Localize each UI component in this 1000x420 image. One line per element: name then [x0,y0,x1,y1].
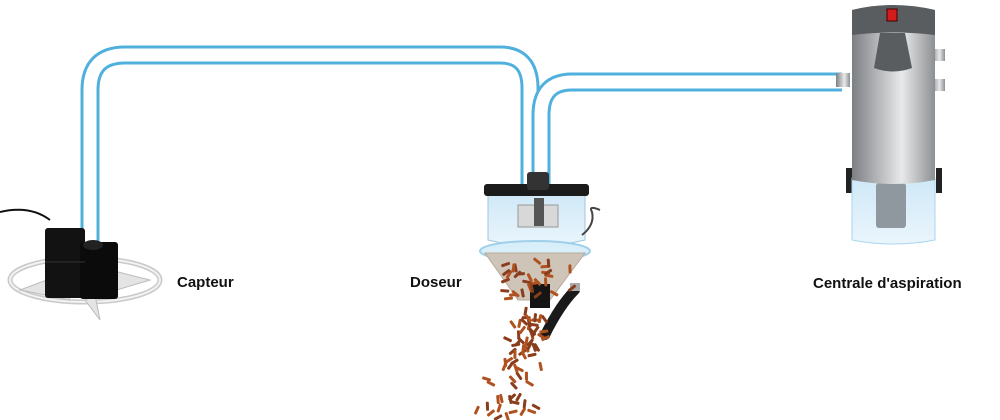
pellet [508,375,517,384]
pellet [482,376,492,382]
pellet [533,291,542,299]
pellet [515,366,524,373]
pellet [496,395,500,405]
tube-doser-to-central [531,72,842,188]
pellet [520,318,529,326]
pellet [529,283,535,293]
pellet [518,325,526,335]
pellet [529,322,539,327]
pellet [511,290,520,298]
pellet [500,289,510,293]
pellet [510,381,518,390]
pellet [474,405,480,415]
pellet [546,258,551,268]
tube-sensor-to-doser [80,45,540,245]
central-vacuum-unit [836,5,945,245]
pellet [501,261,511,268]
pellet [520,350,527,360]
pellet [513,349,517,359]
pellet [503,357,508,367]
pellet [501,277,510,284]
pellet [538,361,543,371]
label-central-unit: Centrale d'aspiration [813,275,962,292]
pellet [568,284,577,292]
pellet [522,279,532,285]
pellet [526,318,532,328]
pellet [568,264,572,274]
pellet [520,288,525,298]
pellet [508,409,518,415]
pellet [533,278,542,286]
power-indicator [886,8,898,22]
pellet [533,257,542,265]
pellet [540,264,550,269]
pellet [515,371,523,381]
pellet [486,409,495,417]
pellet [504,356,514,364]
pellet [511,342,521,348]
pellet [543,268,553,276]
pellet [503,336,513,343]
pellet [526,341,533,350]
pellet [499,394,504,404]
pellet [543,277,548,287]
pellet [510,400,520,405]
pellet [504,412,510,420]
pellet [515,392,522,402]
pellet [507,361,514,370]
pellet [485,401,490,411]
pellet [486,380,496,387]
pellet [549,290,559,297]
pellet [505,270,513,279]
pellet [531,342,537,352]
pellet [537,314,543,324]
pellet [526,273,533,282]
pellet [502,269,511,277]
pellet [517,336,525,345]
sensor-device [0,208,163,321]
label-sensor: Capteur [177,274,234,291]
pellet [509,320,517,329]
pellet [508,394,513,404]
pellet [524,371,528,381]
pellet [496,403,502,413]
pellet [503,296,513,301]
doser-device [474,172,601,420]
pellet [522,399,527,409]
pellet [511,263,516,273]
pellet [513,363,519,373]
label-doser: Doseur [410,274,462,291]
pellet [525,380,534,387]
pellet [508,347,517,356]
pellet [515,272,526,276]
pellet [537,333,546,340]
pellet [539,329,549,334]
pellet [527,352,537,358]
pellet [531,403,541,411]
pellet [524,314,532,323]
pellet [519,407,527,416]
pellet [523,306,528,316]
pellet [533,313,538,323]
pellet [527,408,537,414]
pellet [533,343,541,352]
pellet [493,414,503,420]
pellet [528,328,535,338]
wood-pellets [474,257,577,420]
pellet [517,318,522,328]
pellet [541,314,548,324]
